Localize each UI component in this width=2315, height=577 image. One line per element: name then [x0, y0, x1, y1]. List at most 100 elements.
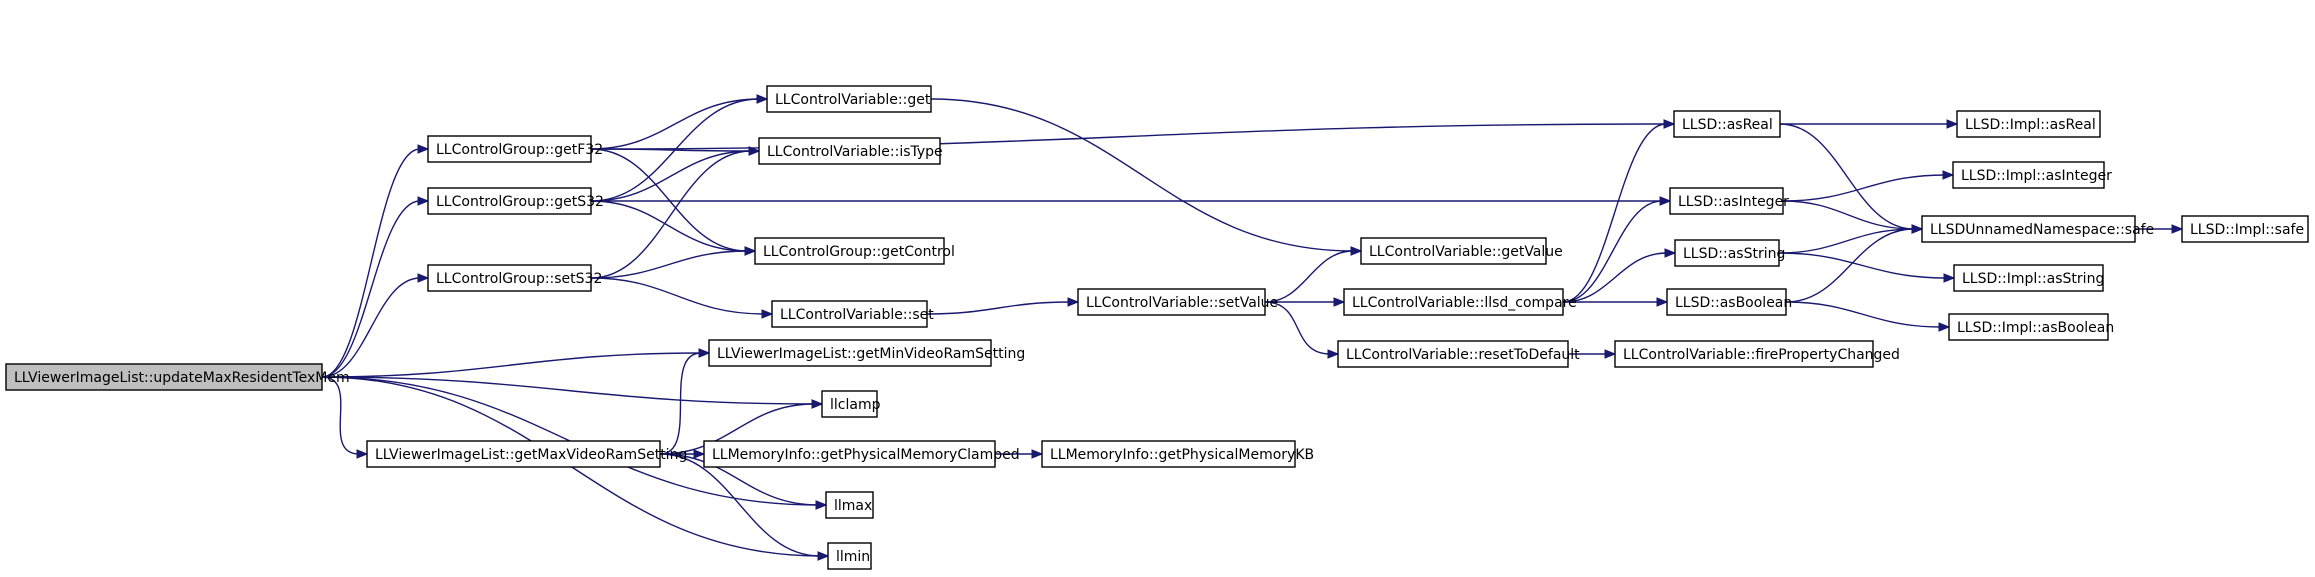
edge-line — [659, 403, 815, 455]
function-node-physClamped[interactable]: LLMemoryInfo::getPhysicalMemoryClamped — [703, 440, 1020, 468]
function-node-cvGet[interactable]: LLControlVariable::get — [766, 85, 932, 113]
node-box — [1673, 110, 1781, 138]
function-node-asString[interactable]: LLSD::asString — [1674, 239, 1785, 267]
function-node-llmax[interactable]: llmax — [825, 491, 874, 519]
function-node-safe[interactable]: LLSDUnnamedNamespace::safe — [1921, 215, 2154, 243]
node-label: LLControlVariable::get — [775, 92, 931, 108]
node-label: LLSD::asString — [1683, 246, 1785, 262]
node-box — [1360, 237, 1547, 265]
node-label: LLControlGroup::setS32 — [436, 271, 602, 287]
function-node-llmin[interactable]: llmin — [827, 542, 872, 570]
node-label: LLControlVariable::isType — [767, 144, 943, 160]
call-edge-cvCompare-to-asReal — [1562, 119, 1676, 303]
function-node-getS32[interactable]: LLControlGroup::getS32 — [427, 187, 604, 215]
function-node-getF32[interactable]: LLControlGroup::getF32 — [427, 135, 603, 163]
function-node-setS32[interactable]: LLControlGroup::setS32 — [427, 264, 602, 292]
function-node-implAsInteger[interactable]: LLSD::Impl::asInteger — [1952, 161, 2112, 189]
call-edge-getMax-to-getMin — [659, 348, 711, 455]
node-label: llmax — [834, 498, 872, 514]
function-nodes: LLViewerImageList::updateMaxResidentTexM… — [5, 85, 2309, 570]
edge-line — [1782, 200, 1915, 230]
function-node-root[interactable]: LLViewerImageList::updateMaxResidentTexM… — [5, 363, 350, 391]
node-label: LLControlVariable::firePropertyChanged — [1623, 347, 1900, 363]
function-node-implSafe[interactable]: LLSD::Impl::safe — [2181, 215, 2309, 243]
node-label: LLControlVariable::resetToDefault — [1346, 347, 1580, 363]
arrow-head-icon — [1663, 119, 1676, 129]
node-label: LLMemoryInfo::getPhysicalMemoryKB — [1050, 447, 1314, 463]
function-node-asReal[interactable]: LLSD::asReal — [1673, 110, 1781, 138]
node-box — [1666, 288, 1787, 316]
function-node-cvIsType[interactable]: LLControlVariable::isType — [758, 137, 943, 165]
arrow-head-icon — [756, 94, 769, 104]
function-node-cvSet[interactable]: LLControlVariable::set — [771, 300, 934, 328]
node-label: LLSD::Impl::asReal — [1965, 117, 2096, 133]
call-edge-setS32-to-cvSet — [590, 277, 774, 319]
arrow-head-icon — [744, 246, 757, 256]
function-node-asBoolean[interactable]: LLSD::asBoolean — [1666, 288, 1792, 316]
node-box — [703, 440, 996, 468]
node-label: LLControlGroup::getF32 — [436, 142, 603, 158]
arrow-head-icon — [1067, 297, 1080, 307]
function-node-getMin[interactable]: LLViewerImageList::getMinVideoRamSetting — [708, 339, 1025, 367]
function-node-cvCompare[interactable]: LLControlVariable::llsd_compare — [1343, 288, 1577, 316]
node-label: LLSDUnnamedNamespace::safe — [1930, 222, 2154, 238]
node-label: LLViewerImageList::updateMaxResidentTexM… — [14, 370, 350, 386]
arrow-head-icon — [1911, 224, 1924, 234]
arrow-head-icon — [1664, 248, 1677, 258]
function-node-cvSetValue[interactable]: LLControlVariable::setValue — [1077, 288, 1278, 316]
node-box — [1614, 340, 1874, 368]
function-node-implAsBoolean[interactable]: LLSD::Impl::asBoolean — [1948, 313, 2114, 341]
arrow-head-icon — [815, 500, 828, 510]
node-box — [1077, 288, 1266, 316]
function-node-cvFire[interactable]: LLControlVariable::firePropertyChanged — [1614, 340, 1900, 368]
edge-line — [926, 301, 1071, 315]
call-edge-cvSetValue-to-cvReset — [1264, 301, 1340, 359]
edge-line — [1778, 252, 1947, 279]
function-node-implAsReal[interactable]: LLSD::Impl::asReal — [1956, 110, 2101, 138]
edge-line — [659, 352, 702, 455]
node-box — [754, 237, 945, 265]
edge-line — [1778, 228, 1915, 254]
node-box — [771, 300, 928, 328]
call-edge-cvCompare-to-asString — [1562, 248, 1677, 303]
function-node-cvReset[interactable]: LLControlVariable::resetToDefault — [1337, 340, 1580, 368]
call-edge-getS32-to-cgGetControl — [590, 200, 757, 256]
arrow-head-icon — [748, 146, 761, 156]
function-node-asInteger[interactable]: LLSD::asInteger — [1669, 187, 1789, 215]
node-label: LLSD::asInteger — [1678, 194, 1789, 210]
function-node-implAsString[interactable]: LLSD::Impl::asString — [1953, 264, 2104, 292]
node-box — [821, 390, 878, 418]
function-node-physKB[interactable]: LLMemoryInfo::getPhysicalMemoryKB — [1041, 440, 1314, 468]
call-edge-setS32-to-cvIsType — [590, 146, 761, 279]
call-edge-getS32-to-cvIsType — [590, 146, 761, 202]
node-label: LLSD::asReal — [1682, 117, 1773, 133]
edge-line — [321, 277, 421, 378]
edge-line — [1779, 123, 1915, 230]
node-box — [427, 135, 592, 163]
arrow-head-icon — [417, 196, 430, 206]
node-label: LLSD::asBoolean — [1675, 295, 1792, 311]
function-node-cgGetControl[interactable]: LLControlGroup::getControl — [754, 237, 955, 265]
node-box — [1956, 110, 2101, 138]
function-node-llclamp[interactable]: llclamp — [821, 390, 881, 418]
node-label: LLControlVariable::set — [780, 307, 934, 323]
edge-line — [1562, 252, 1668, 303]
arrow-head-icon — [1333, 297, 1346, 307]
edge-line — [321, 352, 702, 378]
function-node-cvGetValue[interactable]: LLControlVariable::getValue — [1360, 237, 1563, 265]
arrow-head-icon — [693, 449, 706, 459]
call-edge-getMax-to-llclamp — [659, 399, 824, 455]
node-label: LLViewerImageList::getMinVideoRamSetting — [717, 346, 1025, 362]
node-label: llmin — [836, 549, 870, 565]
node-box — [5, 363, 323, 391]
edge-line — [659, 453, 821, 557]
function-node-getMax[interactable]: LLViewerImageList::getMaxVideoRamSetting — [366, 440, 687, 468]
node-label: LLControlGroup::getS32 — [436, 194, 604, 210]
node-label: LLViewerImageList::getMaxVideoRamSetting — [375, 447, 687, 463]
node-box — [427, 187, 592, 215]
node-label: LLSD::Impl::asBoolean — [1957, 320, 2114, 336]
arrow-head-icon — [2171, 224, 2184, 234]
call-edge-root-to-getF32 — [321, 144, 430, 378]
call-edge-cvSetValue-to-cvGetValue — [1264, 246, 1363, 303]
